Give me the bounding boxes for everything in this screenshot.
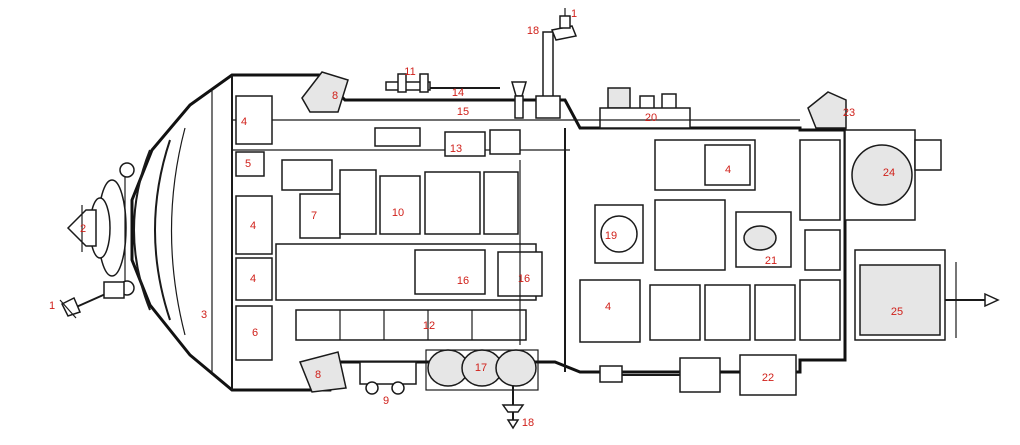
callout-25: 25 bbox=[891, 306, 903, 318]
bottom-external-equipment bbox=[298, 349, 797, 396]
callout-12: 12 bbox=[423, 320, 435, 332]
hull-outline bbox=[130, 73, 847, 392]
callout-2: 2 bbox=[80, 223, 86, 235]
callout-16-a: 16 bbox=[457, 275, 469, 287]
callout-18-top: 18 bbox=[527, 25, 539, 37]
callout-24: 24 bbox=[883, 167, 895, 179]
callout-labels: 1 1 2 3 4 4 4 4 4 5 6 7 8 8 9 10 11 12 1… bbox=[49, 8, 903, 429]
callout-18-bottom: 18 bbox=[522, 417, 534, 429]
callout-3: 3 bbox=[201, 309, 207, 321]
left-antenna bbox=[59, 281, 125, 319]
callout-22: 22 bbox=[762, 372, 774, 384]
callout-4-d: 4 bbox=[605, 301, 611, 313]
callout-4-e: 4 bbox=[725, 164, 731, 176]
callout-20: 20 bbox=[645, 112, 657, 124]
callout-7: 7 bbox=[311, 210, 317, 222]
callout-6: 6 bbox=[252, 327, 258, 339]
aft-section bbox=[844, 129, 1000, 341]
callout-13: 13 bbox=[450, 143, 462, 155]
callout-1-left: 1 bbox=[49, 300, 55, 312]
callout-8-top: 8 bbox=[332, 90, 338, 102]
docking-probe bbox=[66, 162, 135, 296]
callout-15: 15 bbox=[457, 106, 469, 118]
callout-4-b: 4 bbox=[250, 220, 256, 232]
callout-1-top: 1 bbox=[571, 8, 577, 20]
callout-4-c: 4 bbox=[250, 273, 256, 285]
callout-19: 19 bbox=[605, 230, 617, 242]
top-external-equipment bbox=[301, 71, 847, 129]
top-antenna-mast bbox=[535, 8, 578, 119]
callout-21: 21 bbox=[765, 255, 777, 267]
callout-9: 9 bbox=[383, 395, 389, 407]
callout-23: 23 bbox=[843, 107, 855, 119]
callout-14: 14 bbox=[452, 87, 464, 99]
callout-8-bottom: 8 bbox=[315, 369, 321, 381]
interior-compartments bbox=[232, 95, 841, 372]
callout-10: 10 bbox=[392, 207, 404, 219]
callout-17: 17 bbox=[475, 362, 487, 374]
callout-16-b: 16 bbox=[518, 273, 530, 285]
callout-11: 11 bbox=[404, 66, 415, 78]
callout-4-a: 4 bbox=[241, 116, 247, 128]
callout-5: 5 bbox=[245, 158, 251, 170]
